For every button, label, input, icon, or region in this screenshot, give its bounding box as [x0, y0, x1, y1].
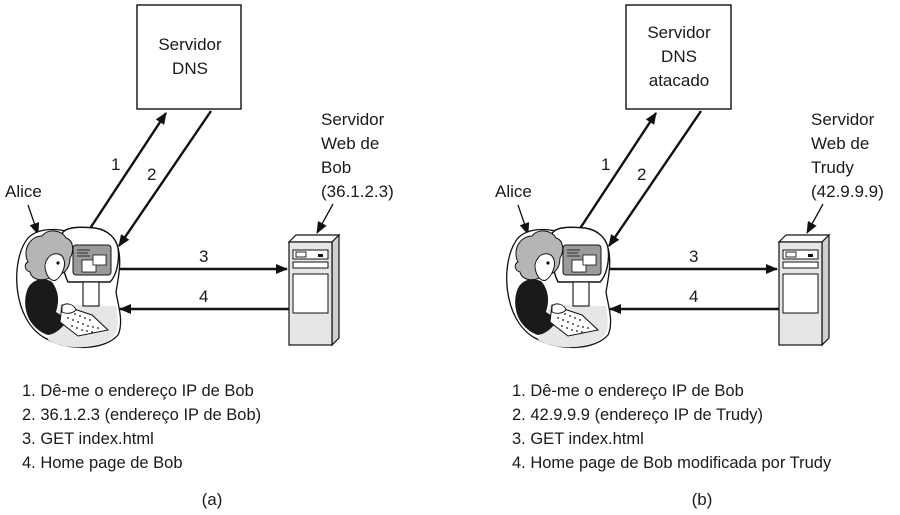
panel-caption: (b) — [692, 490, 713, 509]
legend-item: 4. Home page de Bob — [22, 454, 183, 472]
web-server-icon — [288, 234, 340, 346]
arrow-3-label: 3 — [689, 247, 698, 266]
arrow-4-label: 4 — [689, 287, 698, 306]
dns-server-box — [136, 4, 242, 110]
dns-server-label-line3: atacado — [649, 71, 710, 90]
web-server-label-line3: Bob — [321, 158, 351, 177]
arrow-2-label: 2 — [637, 165, 646, 184]
arrow-2-response — [118, 110, 212, 247]
web-server-label-line3: Trudy — [811, 158, 854, 177]
arrow-3-label: 3 — [199, 247, 208, 266]
client-label: Alice — [495, 182, 532, 201]
arrow-1-label: 1 — [601, 155, 610, 174]
client-pointer — [517, 204, 530, 235]
panel-b: Servidor DNS atacado 1 2 Alice 3 4 Servi… — [495, 4, 884, 509]
dns-server-label-line2: DNS — [661, 47, 697, 66]
web-server-label-line4: (36.1.2.3) — [321, 182, 394, 201]
web-server-label-line1: Servidor — [811, 110, 875, 129]
panel-a: Servidor DNS 1 2 Alice 3 4 Servidor Web … — [5, 4, 394, 509]
legend-item: 2. 36.1.2.3 (endereço IP de Bob) — [22, 406, 261, 424]
dns-server-label-line2: DNS — [172, 59, 208, 78]
dns-server-box — [625, 4, 732, 110]
arrow-2-response — [608, 110, 702, 247]
dns-server-label-line1: Servidor — [647, 23, 711, 42]
web-server-label-line2: Web de — [811, 134, 869, 153]
web-server-pointer — [806, 203, 824, 234]
dns-server-label-line1: Servidor — [158, 35, 222, 54]
arrow-1-label: 1 — [111, 155, 120, 174]
legend-item: 4. Home page de Bob modificada por Trudy — [512, 454, 832, 472]
legend-item: 2. 42.9.9.9 (endereço IP de Trudy) — [512, 406, 763, 424]
legend-item: 3. GET index.html — [512, 430, 644, 448]
legend-item: 1. Dê-me o endereço IP de Bob — [22, 382, 254, 400]
legend-item: 1. Dê-me o endereço IP de Bob — [512, 382, 744, 400]
panel-caption: (a) — [202, 490, 223, 509]
web-server-icon — [778, 234, 830, 346]
client-label: Alice — [5, 182, 42, 201]
legend-item: 3. GET index.html — [22, 430, 154, 448]
alice-computer-icon — [16, 226, 122, 349]
web-server-label-line4: (42.9.9.9) — [811, 182, 884, 201]
arrow-2-label: 2 — [147, 165, 156, 184]
arrow-1-query — [87, 112, 168, 231]
client-pointer — [27, 204, 40, 235]
arrow-4-label: 4 — [199, 287, 208, 306]
alice-computer-icon — [506, 226, 612, 349]
web-server-label-line1: Servidor — [321, 110, 385, 129]
web-server-pointer — [316, 203, 334, 234]
arrow-1-query — [577, 112, 658, 231]
web-server-label-line2: Web de — [321, 134, 379, 153]
